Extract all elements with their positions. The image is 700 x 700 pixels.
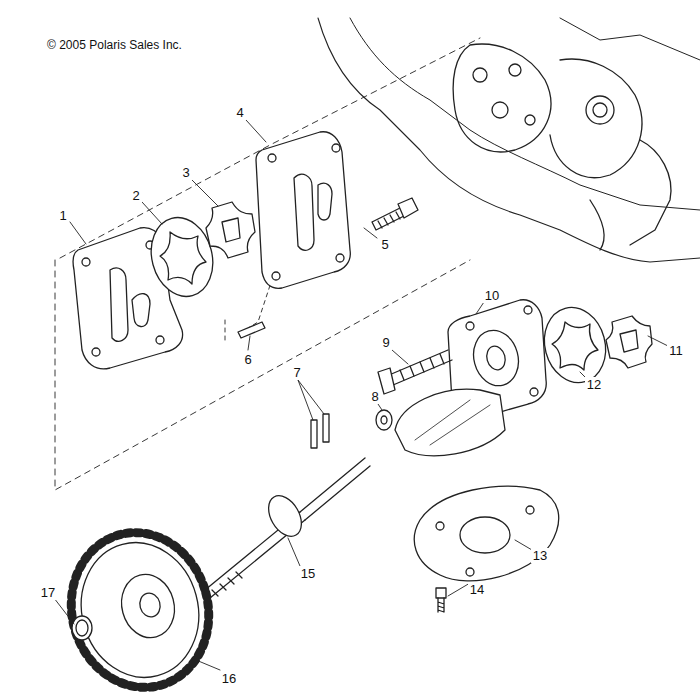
callout-number: 3 — [180, 165, 191, 180]
callout-number: 1 — [57, 208, 68, 223]
callout-number: 15 — [299, 566, 317, 581]
callout-number: 14 — [468, 582, 486, 597]
callout-number: 5 — [379, 237, 390, 252]
callout-number: 4 — [234, 105, 245, 120]
callout-number: 10 — [483, 288, 501, 303]
callout-number: 9 — [380, 335, 391, 350]
callout-number: 2 — [130, 188, 141, 203]
callout-number: 7 — [291, 365, 302, 380]
callout-number: 17 — [39, 585, 57, 600]
callout-number: 11 — [667, 343, 685, 358]
callout-number: 13 — [531, 548, 549, 563]
callout-number: 16 — [220, 671, 238, 686]
callout-number: 8 — [369, 389, 380, 404]
copyright-notice: © 2005 Polaris Sales Inc. — [45, 38, 184, 52]
callout-number: 12 — [585, 377, 603, 392]
callout-number: 6 — [242, 352, 253, 367]
